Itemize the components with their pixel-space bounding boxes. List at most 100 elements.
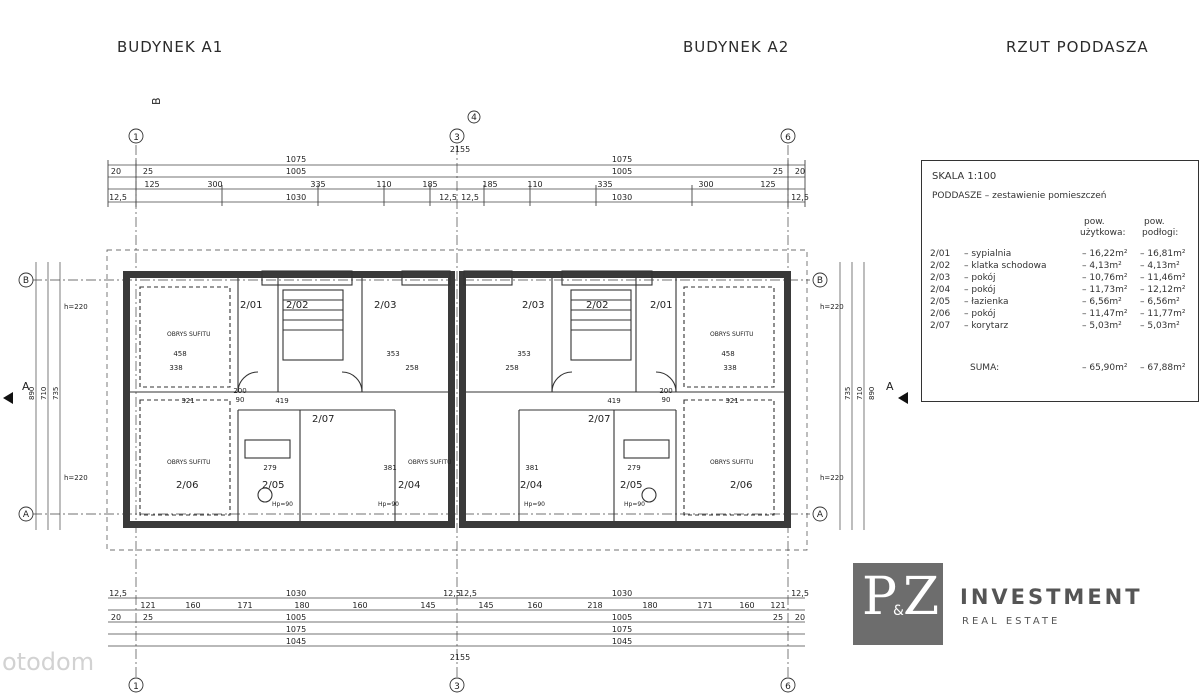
room-dim-353-right: 353 <box>517 350 530 358</box>
legend-col-useful-1: pow. <box>1084 217 1105 227</box>
dim-25-tr: 25 <box>773 167 783 176</box>
dim-bot-seg-r2: 160 <box>527 601 542 610</box>
legend-row-name: – klatka schodowa <box>964 261 1047 271</box>
legend-row-useful: – 4,13m² <box>1082 261 1122 271</box>
axis-label-b-left: B <box>23 276 29 286</box>
legend-row-floor: – 16,81m² <box>1140 249 1186 259</box>
legend-row-useful: – 6,56m² <box>1082 297 1122 307</box>
logo-letter-z: Z <box>903 567 940 627</box>
hp-90-right: Hp=90 <box>624 501 645 508</box>
room-2-05-right: 2/05 <box>620 480 642 491</box>
room-dim-258-left: 258 <box>405 364 418 372</box>
room-2-05-left: 2/05 <box>262 480 284 491</box>
dim-1005-br: 1005 <box>612 613 632 622</box>
dim-1030-left: 1030 <box>286 193 306 202</box>
legend-row-floor: – 6,56m² <box>1140 297 1180 307</box>
dim-12-5-tl: 12,5 <box>109 193 127 202</box>
legend-row-useful: – 10,76m² <box>1082 273 1128 283</box>
legend-sum-useful: – 65,90m² <box>1082 363 1128 373</box>
obrys-sufitu-br: OBRYS SUFITU <box>710 459 753 466</box>
dim-2155-top: 2155 <box>450 145 470 154</box>
legend-row-useful: – 16,22m² <box>1082 249 1128 259</box>
legend-row-name: – pokój <box>964 273 996 283</box>
legend-row-name: – pokój <box>964 285 996 295</box>
legend-row-name: – pokój <box>964 309 996 319</box>
dim-1075-br: 1075 <box>612 625 632 634</box>
room-dim-258-right: 258 <box>505 364 518 372</box>
dim-top-seg-r4: 300 <box>698 180 713 189</box>
dim-bot-seg-r3: 218 <box>587 601 602 610</box>
legend-row-number: 2/05 <box>930 297 951 307</box>
dim-12-5-tc2: 12,5 <box>461 193 479 202</box>
room-2-07-left: 2/07 <box>312 414 334 425</box>
axis-label-3-bottom: 3 <box>454 682 460 692</box>
room-dim-338-left: 338 <box>169 364 182 372</box>
legend-scale: SKALA 1:100 <box>932 171 997 182</box>
dim-2155-bottom: 2155 <box>450 653 470 662</box>
axis-label-b-right: B <box>817 276 823 286</box>
room-dim-338-right: 338 <box>723 364 736 372</box>
legend-row-number: 2/04 <box>930 285 951 295</box>
dim-1030-bl: 1030 <box>286 589 306 598</box>
legend-row-number: 2/03 <box>930 273 951 283</box>
legend-row-useful: – 11,73m² <box>1082 285 1128 295</box>
door-dim-80-right: 200 <box>659 387 672 395</box>
door-dim-200-left: 90 <box>236 396 245 404</box>
dim-20-br: 20 <box>795 613 805 622</box>
legend-row-number: 2/01 <box>930 249 951 259</box>
legend-row-name: – łazienka <box>964 297 1009 307</box>
dim-25-bl: 25 <box>143 613 153 622</box>
dim-bot-seg-1: 121 <box>140 601 155 610</box>
dim-20-bl: 20 <box>111 613 121 622</box>
dim-25-tl: 25 <box>143 167 153 176</box>
dim-bot-seg-5: 160 <box>352 601 367 610</box>
h220-right-top: h=220 <box>820 303 844 311</box>
room-dim-419-right: 419 <box>607 397 620 405</box>
pz-investment-logo: P & Z <box>853 563 943 645</box>
obrys-sufitu-bl: OBRYS SUFITU <box>167 459 210 466</box>
dim-12-5-br: 12,5 <box>791 589 809 598</box>
axis-label-1: 1 <box>133 133 139 143</box>
dim-top-seg-r2: 110 <box>527 180 542 189</box>
dim-bot-seg-r1: 145 <box>478 601 493 610</box>
dim-top-seg-3: 335 <box>310 180 325 189</box>
axis-label-6: 6 <box>785 133 791 143</box>
legend-row-name: – sypialnia <box>964 249 1012 259</box>
h220-left-top: h=220 <box>64 303 88 311</box>
door-dim-80-left: 200 <box>233 387 246 395</box>
room-2-04-right: 2/04 <box>520 480 542 491</box>
otodom-watermark: otodom <box>2 648 95 676</box>
hp-90-center-left: Hp=90 <box>378 501 399 508</box>
dim-1045-br: 1045 <box>612 637 632 646</box>
dim-710-left: 710 <box>40 387 48 400</box>
room-dim-321-right: 321 <box>725 397 738 405</box>
dim-bot-seg-4: 180 <box>294 601 309 610</box>
legend-row-number: 2/02 <box>930 261 951 271</box>
dim-735-left: 735 <box>52 387 60 400</box>
dim-top-seg-5: 185 <box>422 180 437 189</box>
axis-label-a-left: A <box>23 510 30 520</box>
room-2-02-left: 2/02 <box>286 300 308 311</box>
section-label-a-right: A <box>886 380 894 393</box>
legend-row: 2/07 – korytarz – 5,03m² – 5,03m² <box>930 321 1192 333</box>
room-dim-381-left: 381 <box>383 464 396 472</box>
h220-right-bottom: h=220 <box>820 474 844 482</box>
dim-bot-seg-r6: 160 <box>739 601 754 610</box>
axis-label-3: 3 <box>454 133 460 143</box>
logo-ampersand: & <box>893 603 904 619</box>
legend-row-number: 2/07 <box>930 321 951 331</box>
room-dim-279-right: 279 <box>627 464 640 472</box>
dim-top-seg-2: 300 <box>207 180 222 189</box>
dim-1005-left: 1005 <box>286 167 306 176</box>
dim-1045-bl: 1045 <box>286 637 306 646</box>
legend-row: 2/02 – klatka schodowa – 4,13m² – 4,13m² <box>930 261 1192 273</box>
legend-row-floor: – 12,12m² <box>1140 285 1186 295</box>
hp-90-center-right: Hp=90 <box>524 501 545 508</box>
dim-20-tl: 20 <box>111 167 121 176</box>
dim-12-5-bc1: 12,5 <box>443 589 461 598</box>
dim-1075-right: 1075 <box>612 155 632 164</box>
room-2-06-left: 2/06 <box>176 480 198 491</box>
room-dim-458-right: 458 <box>721 350 734 358</box>
dim-12-5-bl: 12,5 <box>109 589 127 598</box>
